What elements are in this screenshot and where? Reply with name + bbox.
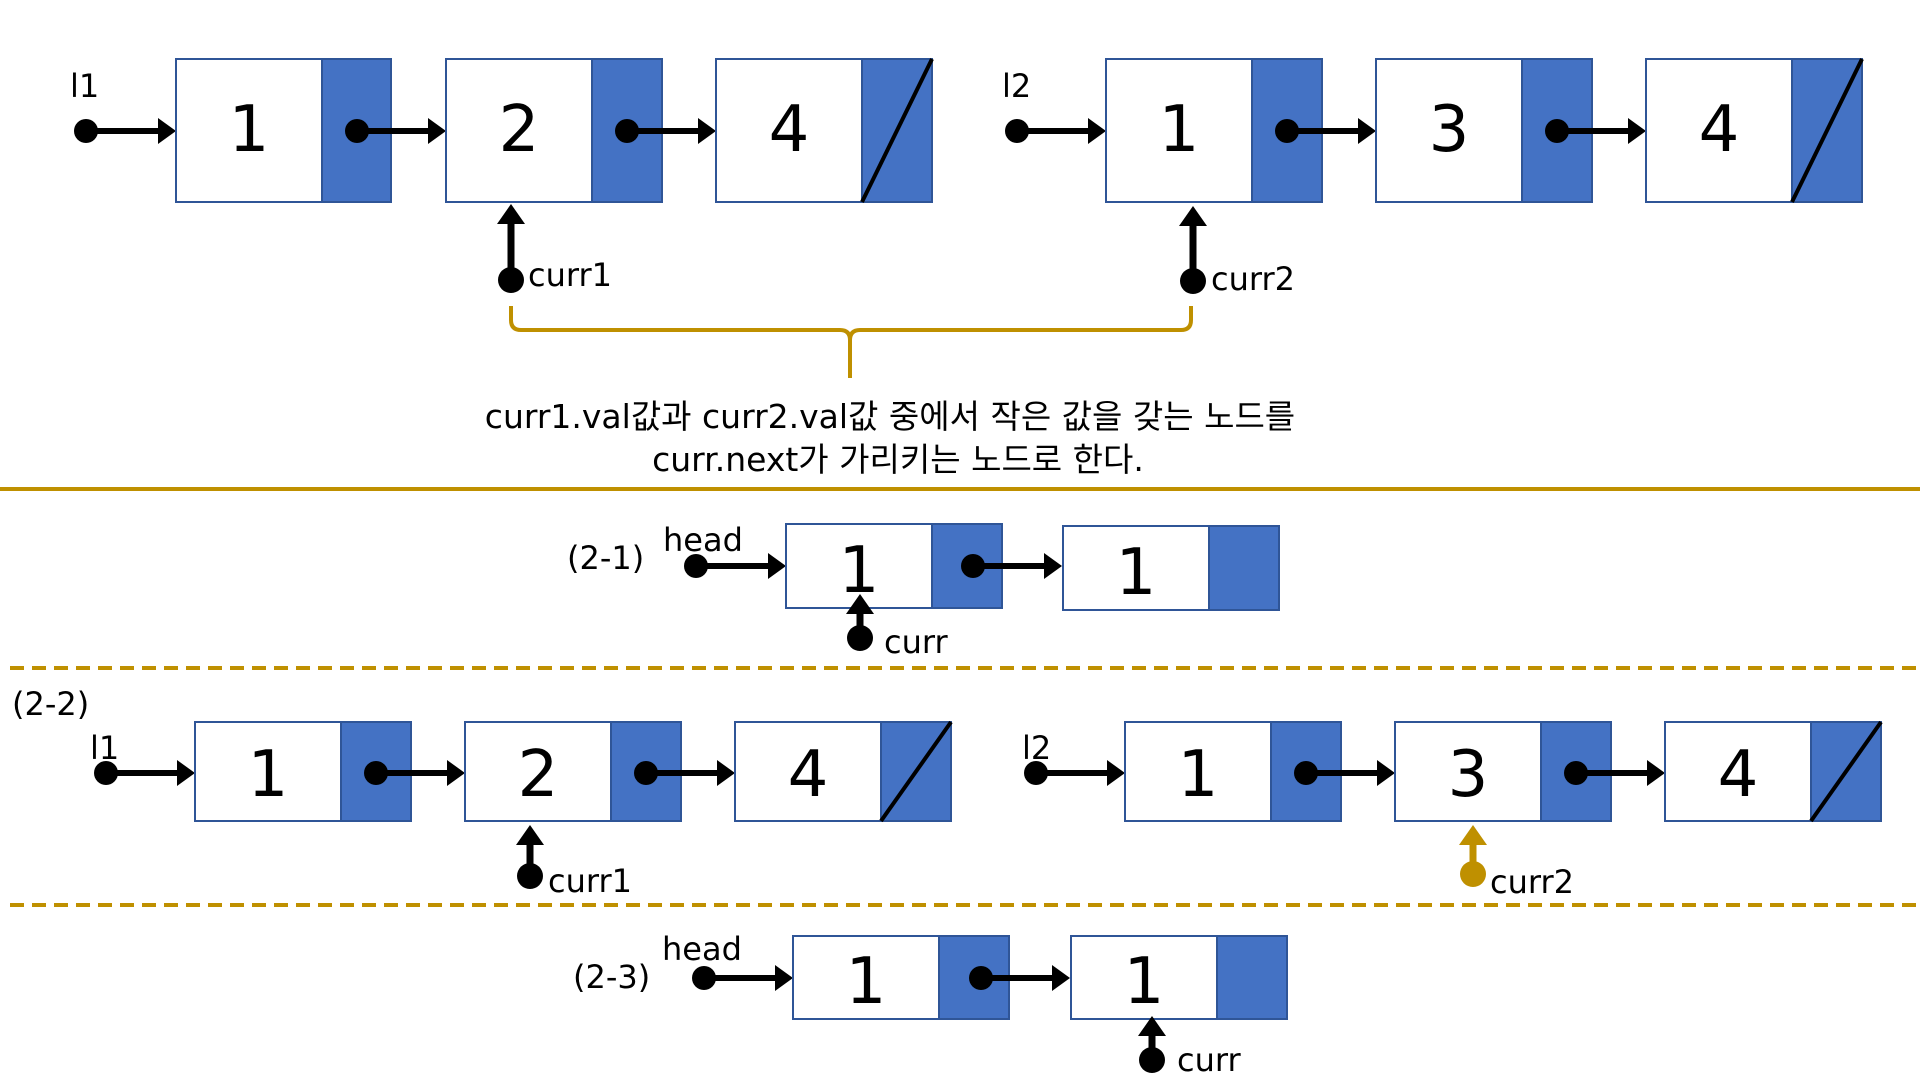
l2-node-3: 4 bbox=[1664, 720, 1883, 823]
l1-label: l1 bbox=[70, 67, 99, 105]
head-pointer-arrow bbox=[684, 553, 786, 579]
l2-label: l2 bbox=[1002, 67, 1031, 105]
curr2-pointer-arrow bbox=[1179, 206, 1207, 294]
l1-next-arrow-1 bbox=[364, 760, 465, 786]
node-value: 1 bbox=[1178, 738, 1219, 812]
section-2-3: (2-3) head 1 1 curr bbox=[573, 930, 1288, 1079]
list-node-2: 1 bbox=[1062, 525, 1280, 611]
node-value: 1 bbox=[846, 945, 887, 1019]
node-value: 2 bbox=[518, 738, 559, 812]
null-slash bbox=[879, 720, 953, 823]
head-label: head bbox=[663, 521, 743, 559]
node-value: 1 bbox=[1116, 536, 1157, 610]
curr2-pointer-arrow-highlighted bbox=[1459, 825, 1487, 887]
head-label: head bbox=[662, 930, 742, 968]
curr-pointer-arrow bbox=[846, 594, 874, 651]
curr1-label: curr1 bbox=[548, 862, 632, 900]
l1-next-arrow-2 bbox=[634, 760, 735, 786]
node-value: 3 bbox=[1448, 738, 1489, 812]
l1-pointer-arrow bbox=[94, 760, 195, 786]
step-label: (2-1) bbox=[567, 539, 644, 577]
node-value: 4 bbox=[788, 738, 829, 812]
node-value: 1 bbox=[1124, 945, 1165, 1019]
step-label: (2-2) bbox=[12, 685, 89, 723]
node-value: 1 bbox=[1159, 93, 1200, 167]
curr1-pointer-arrow bbox=[516, 825, 544, 889]
node-value: 3 bbox=[1429, 93, 1470, 167]
null-slash bbox=[860, 58, 934, 203]
list-node-2: 1 bbox=[1070, 935, 1288, 1020]
section-2-2: (2-2) l1 1 2 bbox=[12, 685, 1883, 901]
curr2-label: curr2 bbox=[1490, 863, 1574, 901]
caption-line-2: curr.next가 가리키는 노드로 한다. bbox=[652, 440, 1144, 479]
null-slash bbox=[1809, 720, 1883, 823]
node-value: 4 bbox=[769, 93, 810, 167]
step-label: (2-3) bbox=[573, 958, 650, 996]
list-node-1: 1 bbox=[792, 935, 1010, 1020]
curr2-label: curr2 bbox=[1211, 260, 1295, 298]
l1-pointer-arrow bbox=[74, 118, 176, 144]
l2-pointer-arrow bbox=[1005, 118, 1106, 144]
curr-label: curr bbox=[884, 623, 948, 661]
node-value: 1 bbox=[248, 738, 289, 812]
curr-pointer-arrow bbox=[1138, 1016, 1166, 1073]
l2-label: l2 bbox=[1022, 729, 1051, 767]
curr-label: curr bbox=[1177, 1041, 1241, 1079]
next-arrow bbox=[969, 965, 1070, 991]
next-arrow bbox=[961, 553, 1062, 579]
l2-next-arrow-1 bbox=[1275, 118, 1376, 144]
l1-node-1: 1 bbox=[175, 58, 392, 203]
node-value: 4 bbox=[1699, 93, 1740, 167]
l1-label: l1 bbox=[90, 729, 119, 767]
section-1: l1 1 2 4 bbox=[70, 58, 1864, 479]
l1-next-arrow-2 bbox=[615, 118, 716, 144]
curr1-pointer-arrow bbox=[497, 204, 525, 293]
l2-node-3: 4 bbox=[1645, 58, 1864, 203]
l2-next-arrow-1 bbox=[1294, 760, 1395, 786]
section-2-1: (2-1) head 1 1 curr bbox=[567, 521, 1280, 661]
node-value: 1 bbox=[229, 93, 270, 167]
l2-pointer-arrow bbox=[1024, 760, 1125, 786]
head-pointer-arrow bbox=[692, 965, 793, 991]
caption-line-1: curr1.val값과 curr2.val값 중에서 작은 값을 갖는 노드를 bbox=[485, 397, 1295, 436]
l2-next-arrow-2 bbox=[1545, 118, 1646, 144]
null-slash bbox=[1790, 58, 1864, 203]
l2-next-arrow-2 bbox=[1564, 760, 1665, 786]
node-value: 2 bbox=[499, 93, 540, 167]
l1-node-3: 4 bbox=[734, 720, 953, 823]
l1-next-arrow-1 bbox=[345, 118, 446, 144]
curr1-label: curr1 bbox=[528, 256, 612, 294]
node-value: 4 bbox=[1718, 738, 1759, 812]
l1-node-3: 4 bbox=[715, 58, 934, 203]
gold-brace bbox=[509, 306, 1193, 378]
